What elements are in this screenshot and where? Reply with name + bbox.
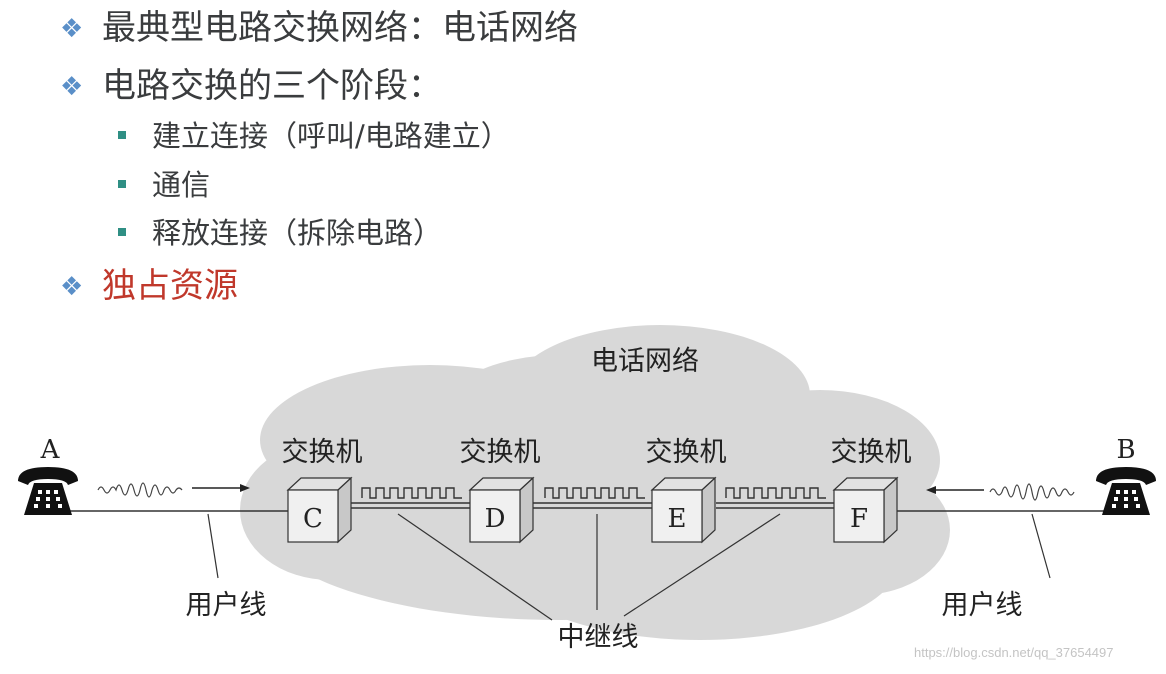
bullet-text: 最典型电路交换网络：电话网络 bbox=[102, 8, 578, 48]
arrow-right-icon bbox=[192, 484, 250, 492]
switch-label: 交换机 bbox=[460, 437, 541, 468]
bullet-phone-network: ❖ 最典型电路交换网络：电话网络 bbox=[60, 8, 578, 49]
digital-signal-waves bbox=[361, 487, 826, 499]
arrow-left-icon bbox=[926, 486, 984, 494]
bullet-exclusive-resource: ❖ 独占资源 bbox=[60, 266, 238, 307]
leader-lines bbox=[207, 513, 1051, 621]
switch-id-label: D bbox=[485, 504, 506, 534]
user-line-label: 用户线 bbox=[942, 590, 1023, 621]
square-bullet-icon bbox=[118, 180, 126, 188]
switch-box bbox=[650, 476, 717, 544]
diamond-bullet-icon: ❖ bbox=[60, 272, 84, 302]
user-line-label: 用户线 bbox=[186, 590, 267, 621]
switch-id-label: C bbox=[303, 504, 323, 534]
diamond-bullet-icon: ❖ bbox=[60, 14, 84, 44]
telephone-icon bbox=[18, 467, 78, 515]
phone-b-label: B bbox=[1116, 435, 1135, 465]
analog-wave-right bbox=[989, 483, 1075, 501]
trunk-lines bbox=[350, 502, 834, 509]
sub-bullet-setup: 建立连接（呼叫/电路建立） bbox=[118, 119, 510, 153]
sub-bullet-text: 释放连接（拆除电路） bbox=[152, 216, 443, 250]
bullet-three-phases: ❖ 电路交换的三个阶段： bbox=[60, 66, 442, 107]
sub-bullet-release: 释放连接（拆除电路） bbox=[118, 216, 442, 250]
bullet-text: 电路交换的三个阶段： bbox=[102, 66, 442, 106]
square-bullet-icon bbox=[118, 131, 126, 139]
diamond-bullet-icon: ❖ bbox=[60, 72, 84, 102]
sub-bullet-text: 建立连接（呼叫/电路建立） bbox=[152, 119, 510, 153]
switch-box bbox=[468, 476, 535, 544]
switch-box bbox=[286, 476, 353, 544]
switch-box bbox=[832, 476, 899, 544]
analog-wave-left bbox=[97, 482, 183, 498]
watermark: https://blog.csdn.net/qq_37654497 bbox=[914, 645, 1114, 660]
sub-bullet-text: 通信 bbox=[152, 168, 211, 202]
switch-label: 交换机 bbox=[282, 437, 363, 468]
square-bullet-icon bbox=[118, 228, 126, 236]
phone-a-label: A bbox=[40, 435, 61, 465]
sub-bullet-communicate: 通信 bbox=[118, 168, 210, 202]
switch-label: 交换机 bbox=[831, 437, 912, 468]
trunk-label: 中继线 bbox=[558, 622, 639, 653]
switch-id-label: E bbox=[668, 504, 687, 534]
switch-label: 交换机 bbox=[646, 437, 727, 468]
bullet-text: 独占资源 bbox=[102, 266, 238, 306]
cloud-label: 电话网络 bbox=[591, 346, 699, 377]
telephone-icon bbox=[1096, 467, 1156, 515]
switch-id-label: F bbox=[850, 504, 868, 534]
